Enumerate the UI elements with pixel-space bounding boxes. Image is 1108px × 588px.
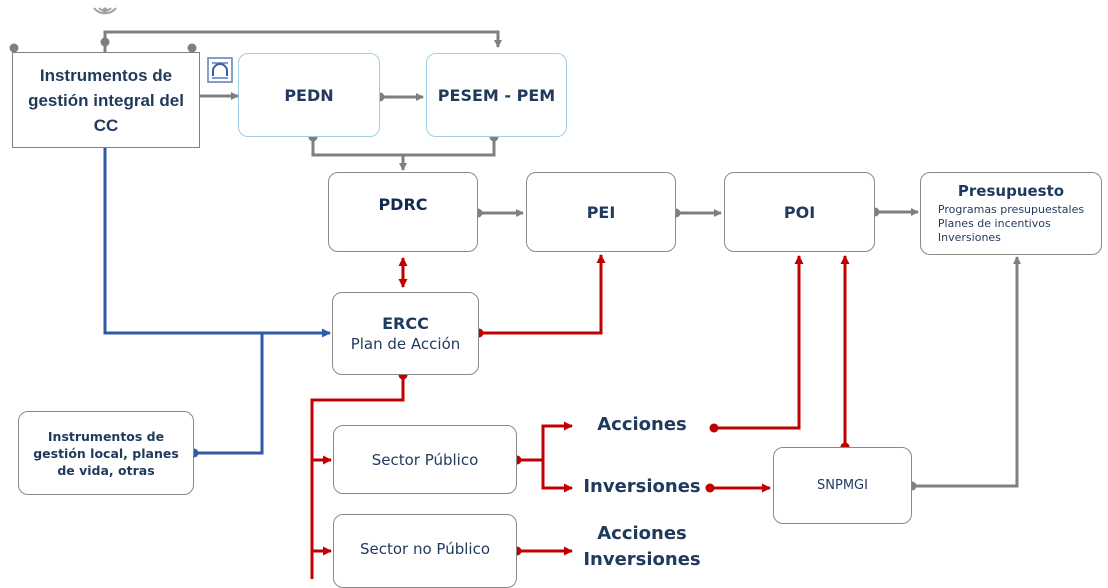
pedn-label: PEDN <box>284 85 334 105</box>
instrumentos-gestion-label: Instrumentos de gestión integral del CC <box>28 65 184 135</box>
inversiones-label: Inversiones <box>583 476 701 497</box>
sector-no-publico-label: Sector no Público <box>359 540 490 558</box>
pei-label: PEI <box>586 202 616 222</box>
poi-label: POI <box>783 202 816 222</box>
ercc-box: ERCC Plan de Acción <box>332 292 479 375</box>
sector-no-publico-box: Sector no Público <box>333 514 517 588</box>
poi-box: POI <box>724 172 875 252</box>
presupuesto-box: Presupuesto Programas presupuestales Pla… <box>920 172 1102 255</box>
sector-publico-box: Sector Público <box>333 425 517 494</box>
pdrc-box: PDRC <box>328 172 478 252</box>
connector-ercc-sectors <box>310 375 405 579</box>
connector-snpmgi-presupuesto <box>912 256 1021 488</box>
presupuesto-item: Inversiones <box>937 231 1001 244</box>
pei-box: PEI <box>526 172 676 252</box>
connector-publico-split <box>517 421 573 462</box>
presupuesto-title: Presupuesto <box>957 182 1065 200</box>
connector-local-ercc <box>194 333 264 455</box>
pesem-label: PESEM - PEM <box>437 85 556 105</box>
pedn-box: PEDN <box>238 53 380 137</box>
wifi-icon <box>93 7 117 15</box>
pesem-box: PESEM - PEM <box>426 53 567 137</box>
presupuesto-item: Planes de incentivos <box>937 217 1051 230</box>
connector-acciones-poi <box>714 255 804 430</box>
snpmgi-label: SNPMGI <box>817 478 868 493</box>
acciones-inversiones-label-1: Acciones <box>597 523 687 544</box>
connector-instrumentos-ercc <box>103 148 331 338</box>
snpmgi-box: SNPMGI <box>773 447 912 524</box>
acciones-inversiones-label-2: Inversiones <box>583 549 701 570</box>
instrumentos-local-box: Instrumentos de gestión local, planes de… <box>18 411 194 495</box>
connector-top-loop <box>103 30 502 52</box>
sector-publico-label: Sector Público <box>371 450 479 469</box>
ercc-title: ERCC <box>382 314 429 333</box>
document-icon[interactable] <box>207 57 233 83</box>
connector-pedn-pesem-to-pdrc <box>311 137 496 157</box>
ercc-subtitle: Plan de Acción <box>350 335 461 353</box>
instrumentos-gestion-box: Instrumentos de gestión integral del CC <box>12 52 200 148</box>
presupuesto-item: Programas presupuestales <box>937 203 1085 216</box>
acciones-label: Acciones <box>597 414 687 435</box>
pdrc-label: PDRC <box>378 194 428 214</box>
instrumentos-local-label: Instrumentos de gestión local, planes de… <box>33 428 179 478</box>
connector-ercc-pei <box>479 254 606 335</box>
